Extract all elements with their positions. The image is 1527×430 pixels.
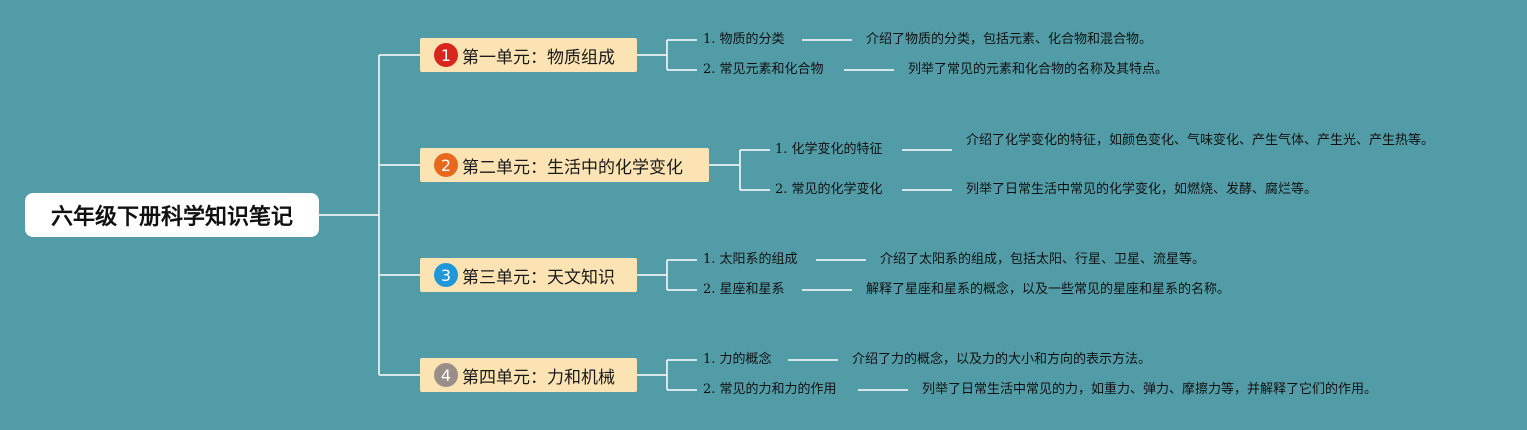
topic-description: 介绍了力的概念，以及力的大小和方向的表示方法。 [852,352,1152,367]
topic-description: 解释了星座和星系的概念，以及一些常见的星座和星系的名称。 [866,282,1231,297]
topic-node[interactable]: 2. 常见的力和力的作用 [703,382,837,397]
topic-node[interactable]: 1. 太阳系的组成 [703,252,798,267]
unit-node-3[interactable]: 3 第三单元：天文知识 [420,258,637,292]
topic-node[interactable]: 1. 物质的分类 [703,32,785,47]
unit-title: 第三单元：天文知识 [462,267,615,288]
topic-node[interactable]: 1. 力的概念 [703,352,772,367]
topic-description: 列举了日常生活中常见的化学变化，如燃烧、发酵、腐烂等。 [966,182,1318,197]
unit-number-badge: 4 [434,363,458,387]
unit-title: 第一单元：物质组成 [462,47,615,68]
topic-description: 列举了日常生活中常见的力，如重力、弹力、摩擦力等，并解释了它们的作用。 [922,382,1378,397]
unit-number-badge: 3 [434,263,458,287]
unit-node-2[interactable]: 2 第二单元：生活中的化学变化 [420,148,709,182]
root-title: 六年级下册科学知识笔记 [50,205,293,230]
unit-node-1[interactable]: 1 第一单元：物质组成 [420,38,637,72]
root-node[interactable]: 六年级下册科学知识笔记 [25,193,319,237]
topic-description: 介绍了物质的分类，包括元素、化合物和混合物。 [866,32,1153,47]
unit-node-4[interactable]: 4 第四单元：力和机械 [420,358,637,392]
topic-description: 介绍了太阳系的组成，包括太阳、行星、卫星、流星等。 [880,252,1206,267]
unit-title: 第四单元：力和机械 [462,367,615,388]
topic-node[interactable]: 2. 星座和星系 [703,282,785,297]
topic-node[interactable]: 2. 常见元素和化合物 [703,62,824,77]
unit-title: 第二单元：生活中的化学变化 [462,157,683,178]
topic-node[interactable]: 1. 化学变化的特征 [775,142,883,157]
unit-number-badge: 2 [434,153,458,177]
topic-node[interactable]: 2. 常见的化学变化 [775,182,883,197]
unit-number-badge: 1 [434,43,458,67]
topic-description: 介绍了化学变化的特征，如颜色变化、气味变化、产生气体、产生光、产生热等。 [966,133,1435,148]
topic-description: 列举了常见的元素和化合物的名称及其特点。 [908,62,1169,77]
